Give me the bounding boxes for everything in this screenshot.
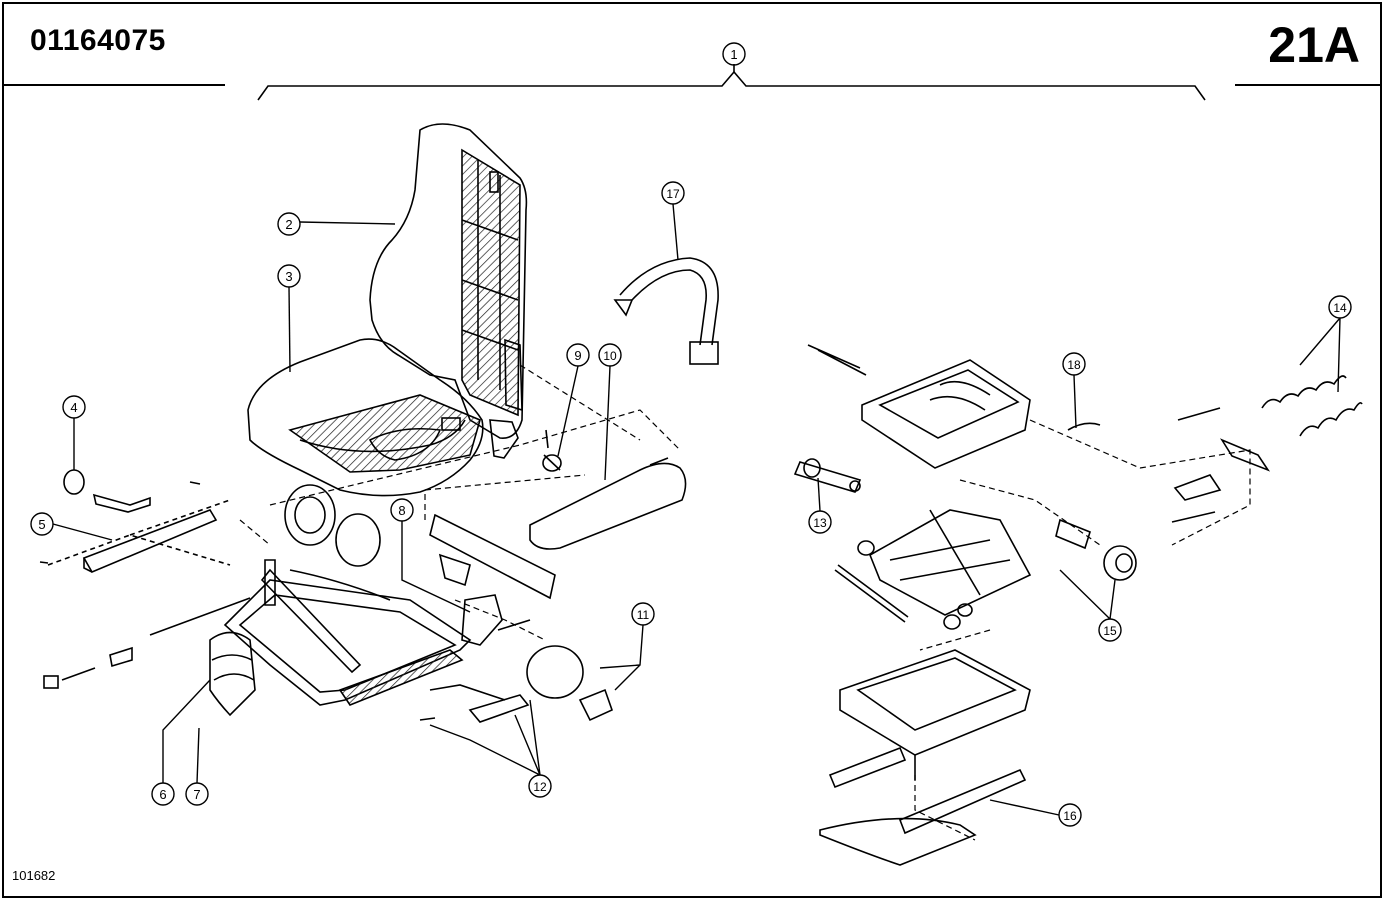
seat-cushion	[247, 338, 519, 497]
callout-label: 17	[666, 187, 680, 201]
callout-label: 18	[1067, 358, 1081, 372]
callout-2[interactable]: 2	[277, 212, 396, 236]
callout-10[interactable]: 10	[598, 343, 622, 481]
rod	[834, 564, 909, 623]
callout-17[interactable]: 17	[661, 181, 685, 261]
callout-16[interactable]: 16	[989, 799, 1082, 827]
callout-3[interactable]: 3	[277, 264, 301, 373]
callout-5[interactable]: 5	[30, 512, 113, 541]
assembly-bracket	[257, 64, 1206, 101]
callout-label: 2	[285, 217, 292, 232]
callout-label: 12	[533, 780, 547, 794]
callout-label: 15	[1103, 624, 1117, 638]
slide-rail-assembly	[39, 469, 231, 574]
assembly-guide-lines-left	[239, 364, 681, 641]
seat-base-frame	[43, 559, 472, 706]
callout-7[interactable]: 7	[185, 727, 209, 806]
adjust-knob-9	[542, 429, 562, 472]
seat-belt	[613, 257, 719, 365]
adjust-levers	[419, 684, 530, 723]
callout-18[interactable]: 18	[1062, 352, 1086, 429]
callout-label: 16	[1063, 809, 1077, 823]
spring-pair	[1261, 375, 1363, 437]
armrest	[529, 457, 687, 550]
callout-label: 5	[38, 517, 45, 532]
page-code: 21A	[1268, 17, 1360, 73]
callout-label: 13	[813, 516, 827, 530]
height-adjust-knob	[1055, 518, 1137, 581]
callout-label: 14	[1333, 301, 1347, 315]
drawing-number: 101682	[12, 868, 56, 883]
upper-frame	[807, 344, 1031, 469]
callout-label: 6	[159, 787, 166, 802]
part-number: 01164075	[30, 24, 166, 57]
callout-label: 8	[398, 503, 405, 518]
callout-label: 7	[193, 787, 200, 802]
callout-label: 4	[70, 400, 77, 415]
bellows-cover	[209, 631, 256, 717]
callout-6[interactable]: 6	[151, 679, 211, 806]
assembly-guide-lines-right	[914, 419, 1251, 841]
callout-label: 11	[637, 608, 650, 622]
callout-label: 10	[603, 349, 617, 363]
callout-11[interactable]: 11	[599, 602, 655, 691]
bottom-rails	[819, 746, 1027, 866]
scissor-mechanism	[857, 509, 1032, 630]
backrest	[369, 123, 528, 439]
callout-1[interactable]: 1	[722, 42, 746, 66]
callout-4[interactable]: 4	[62, 395, 86, 470]
callout-label: 9	[574, 348, 581, 363]
callout-15[interactable]: 15	[1059, 569, 1122, 642]
callout-8[interactable]: 8	[390, 498, 471, 613]
callout-label: 3	[285, 269, 292, 284]
callout-12[interactable]: 12	[429, 699, 552, 798]
shock-absorber	[793, 458, 862, 493]
recline-mechanism	[284, 484, 613, 722]
lever-linkage	[1067, 407, 1271, 523]
callout-label: 1	[730, 47, 737, 62]
callout-13[interactable]: 13	[808, 477, 832, 534]
callout-9[interactable]: 9	[557, 343, 590, 457]
callout-14[interactable]: 14	[1299, 295, 1352, 393]
